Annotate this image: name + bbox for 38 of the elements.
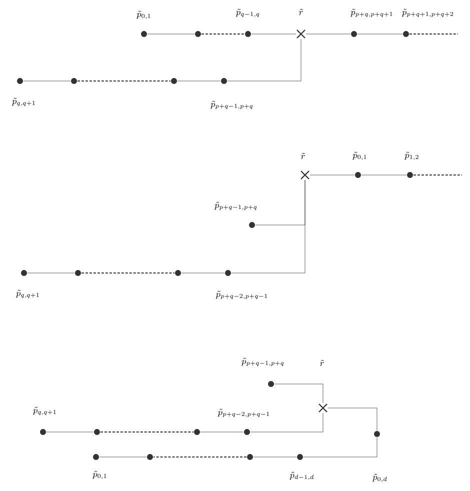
connector-line xyxy=(181,272,225,274)
connector-line xyxy=(361,174,407,176)
connector-line xyxy=(274,384,324,404)
connector-line xyxy=(310,174,355,176)
connector-line xyxy=(231,180,306,274)
point-label: $\tilde{p}_{q-1,q}$ xyxy=(236,8,260,18)
connector-line xyxy=(81,272,175,274)
point-label: $\tilde{p}_{p+q,p+q+1}$ xyxy=(350,8,392,18)
point-label: $\tilde{p}_{p+q-1,p+q}$ xyxy=(241,358,284,366)
connector-line xyxy=(77,80,171,82)
point-label: $\tilde{p}_{p+q+1,p+q+2}$ xyxy=(402,8,454,18)
point-label: $\tilde{p}_{0,d}$ xyxy=(372,474,387,482)
point-label: $\tilde{p}_{d-1,d}$ xyxy=(290,472,314,480)
connector-line xyxy=(23,80,71,82)
point-label: $\tilde{p}_{p+q-2,p+q-1}$ xyxy=(218,408,270,418)
point-label: $\tilde{p}_{p+q-1,p+q}$ xyxy=(214,202,257,210)
point-label: $\tilde{r}$ xyxy=(301,153,306,160)
connector-line xyxy=(250,412,324,432)
connector-line xyxy=(27,272,75,274)
connector-line xyxy=(253,456,297,458)
point-label: $\tilde{p}_{0,1}$ xyxy=(352,152,366,160)
point-label: $\tilde{r}$ xyxy=(299,9,304,16)
point-label: $\tilde{p}_{0,1}$ xyxy=(92,470,106,480)
connector-line xyxy=(153,456,247,458)
connector-line xyxy=(413,174,462,176)
point-label: $\tilde{p}_{0,1}$ xyxy=(136,10,150,20)
connector-line xyxy=(328,408,378,431)
connector-line xyxy=(177,80,221,82)
point-label: $\tilde{p}_{p+q-1,p+q}$ xyxy=(210,100,253,110)
connector-line xyxy=(99,456,147,458)
point-label: $\tilde{r}$ xyxy=(320,360,324,366)
connector-line xyxy=(227,38,302,82)
point-label: $\tilde{p}_{q,q+1}$ xyxy=(16,290,39,298)
connector-line xyxy=(303,437,378,458)
point-label: $\tilde{p}_{q,q+1}$ xyxy=(32,406,56,416)
point-label: $\tilde{p}_{q,q+1}$ xyxy=(12,98,35,106)
point-label: $\tilde{p}_{p+q-2,p+q-1}$ xyxy=(216,290,268,300)
point-label: $\tilde{p}_{1,2}$ xyxy=(404,152,418,160)
